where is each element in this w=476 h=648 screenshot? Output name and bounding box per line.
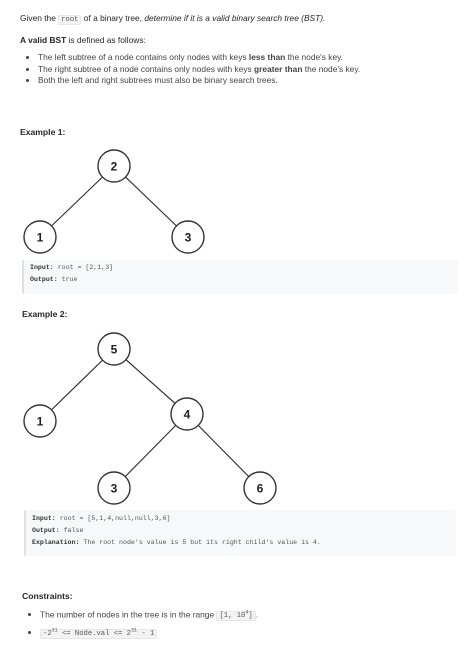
svg-text:6: 6 — [257, 482, 264, 496]
constraints-list: The number of nodes in the tree is in th… — [22, 606, 460, 641]
example-1-io-box: Input: root = [2,1,3] Output: true — [22, 260, 458, 294]
root-code: root — [58, 15, 82, 25]
constraint-item: -231 <= Node.val <= 231 - 1 — [40, 623, 460, 640]
rule-item: Both the left and right subtrees must al… — [38, 75, 468, 87]
tree-edge — [113, 413, 188, 489]
example-1-heading: Example 1: — [20, 127, 66, 137]
tree-node: 3 — [171, 220, 205, 254]
intro-emphasis: determine if it is a valid binary search… — [144, 13, 326, 23]
bst-rules-list: The left subtree of a node contains only… — [20, 52, 468, 87]
svg-text:3: 3 — [185, 231, 192, 245]
rule-item: The left subtree of a node contains only… — [38, 52, 468, 64]
constraint-item: The number of nodes in the tree is in th… — [40, 606, 460, 623]
example-2-io-box: Input: root = [5,1,4,null,null,3,6] Outp… — [24, 510, 456, 556]
problem-intro: Given the root of a binary tree, determi… — [20, 13, 326, 25]
rule-item: The right subtree of a node contains onl… — [38, 64, 468, 76]
bst-definition: A valid BST is defined as follows: — [20, 35, 146, 45]
tree-node: 6 — [243, 471, 277, 505]
example-2-tree-diagram: 5 1 4 3 6 — [23, 332, 277, 505]
tree-node: 3 — [97, 471, 131, 505]
example-2-heading: Example 2: — [22, 309, 68, 319]
tree-edge — [39, 348, 115, 422]
tree-node: 2 — [97, 149, 131, 183]
svg-text:5: 5 — [111, 343, 118, 357]
tree-edge — [113, 165, 189, 238]
tree-edge — [186, 413, 261, 489]
tree-edge — [39, 165, 115, 238]
tree-node: 4 — [170, 397, 204, 431]
svg-text:2: 2 — [111, 160, 118, 174]
svg-text:1: 1 — [37, 415, 44, 429]
tree-node: 1 — [23, 404, 57, 438]
example-1-tree-diagram: 2 1 3 — [23, 149, 205, 254]
tree-node: 1 — [23, 220, 57, 254]
svg-text:1: 1 — [37, 231, 44, 245]
svg-text:3: 3 — [111, 482, 118, 496]
svg-text:4: 4 — [184, 408, 191, 422]
tree-node: 5 — [97, 332, 131, 366]
constraints-heading: Constraints: — [22, 591, 73, 601]
